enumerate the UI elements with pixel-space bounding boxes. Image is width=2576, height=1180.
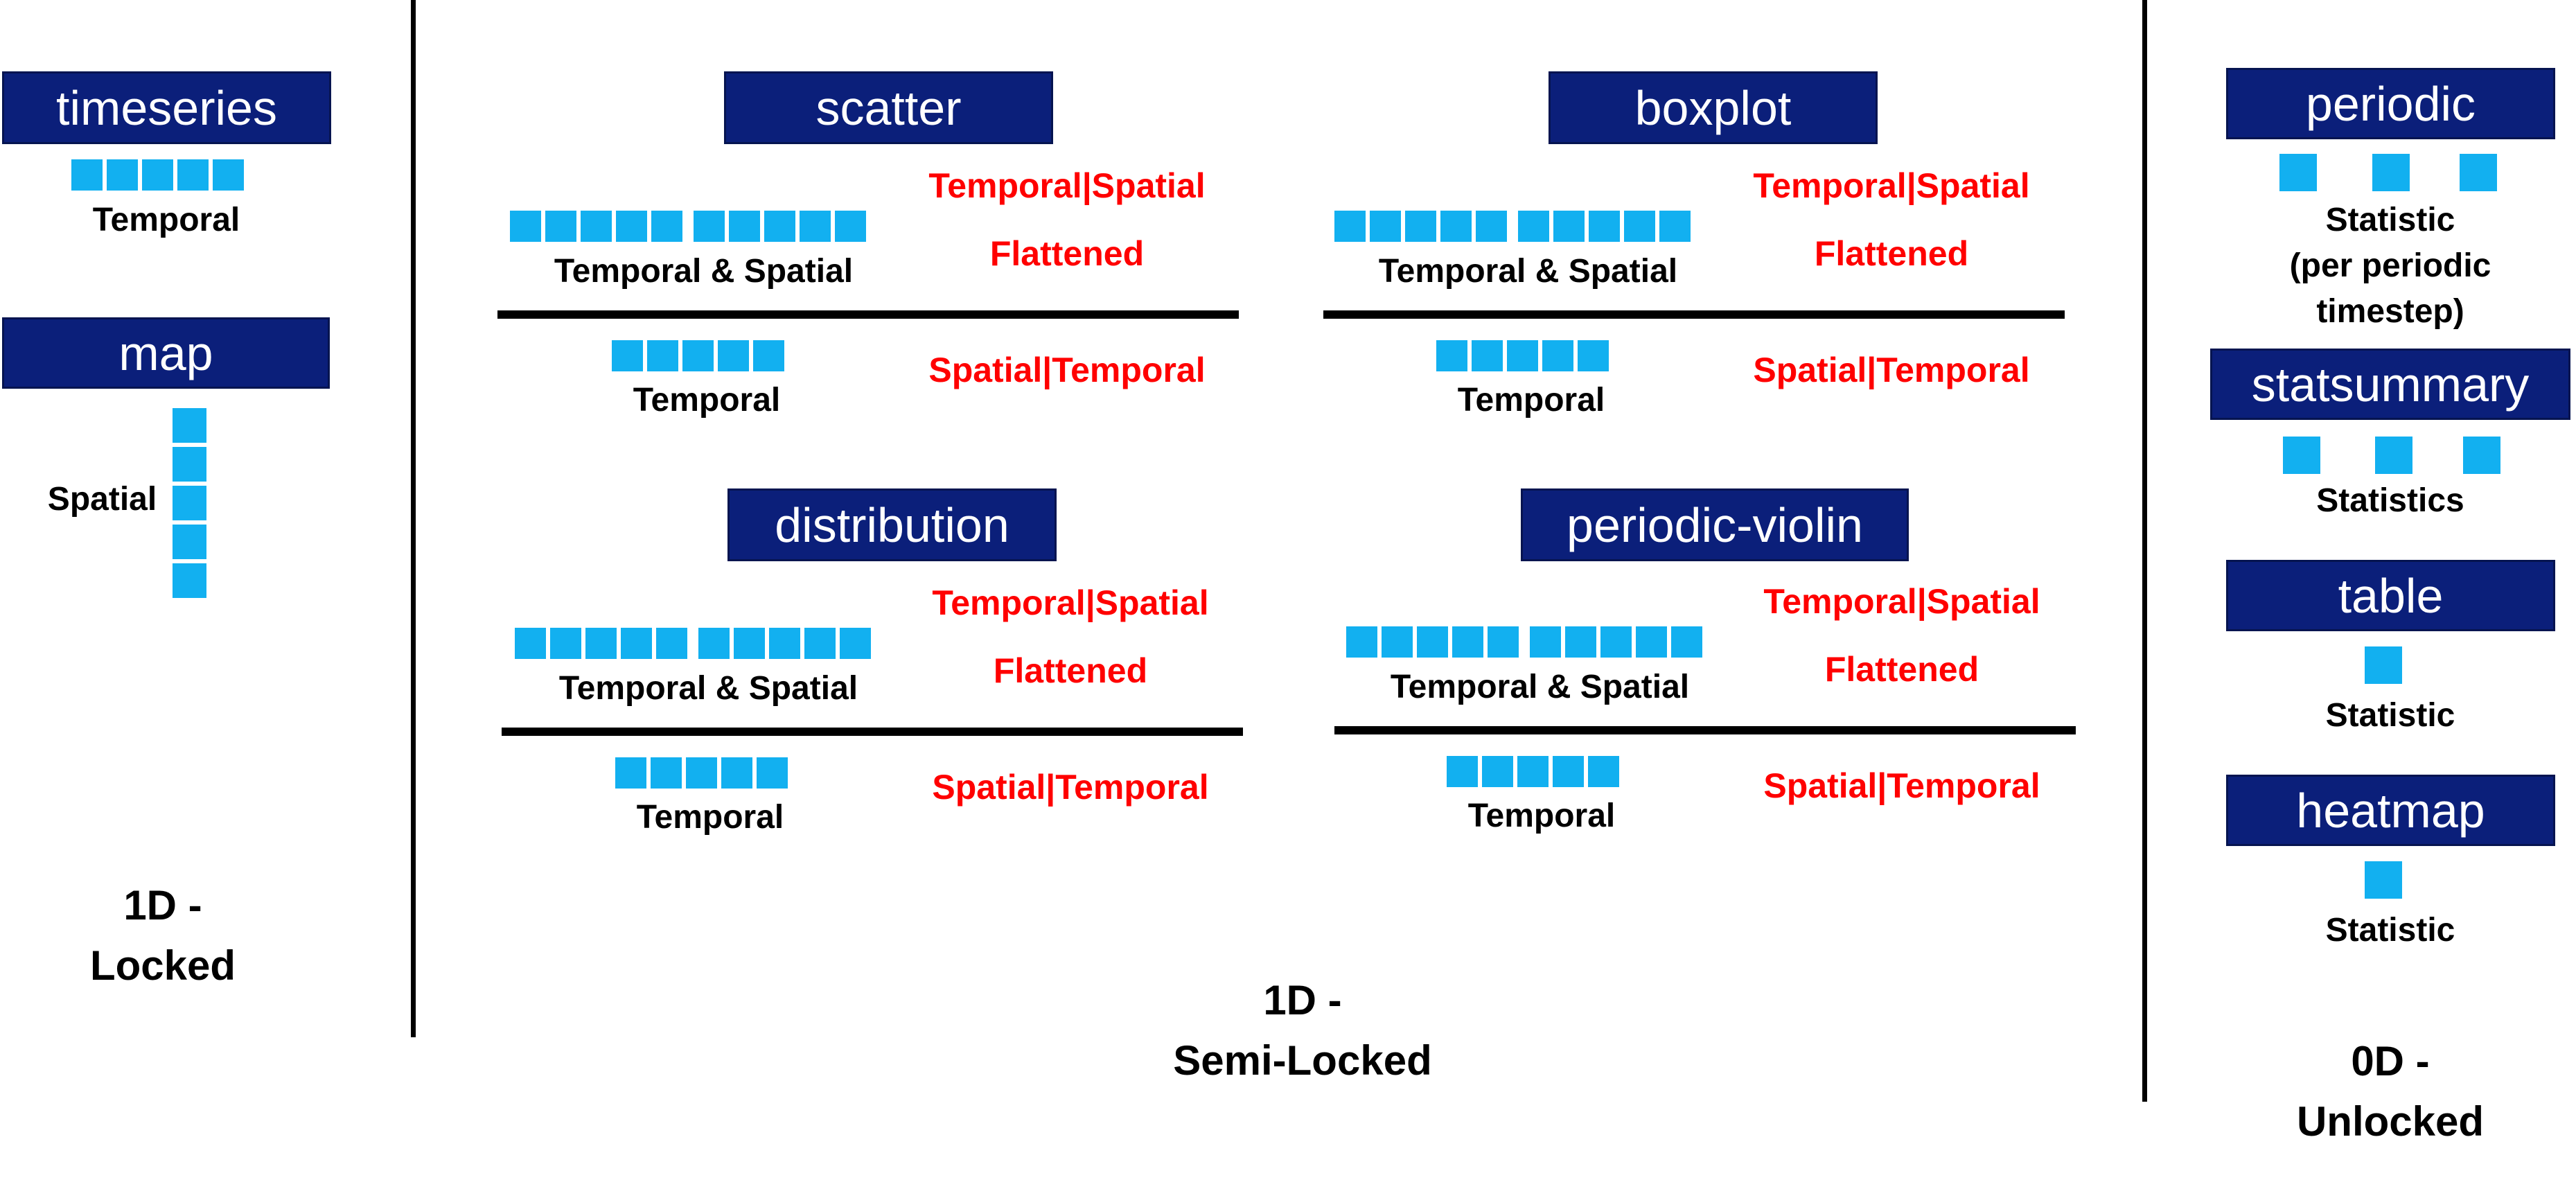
statsummary-label: Statistics: [2316, 482, 2464, 519]
distribution-tag-order-1: Temporal|Spatial: [932, 583, 1209, 622]
periodic-violin-tag-flattened: Flattened: [1824, 650, 1979, 689]
scatter-bottom-cells: [610, 338, 786, 373]
scatter-bottom-label: Temporal: [633, 382, 781, 419]
map-label: Spatial: [47, 481, 157, 518]
map-cells: [170, 406, 209, 600]
timeseries-title: timeseries: [2, 71, 331, 144]
boxplot-separator: [1323, 310, 2065, 319]
locked-section-label: 1D - Locked: [89, 882, 236, 989]
heatmap-square: [2365, 861, 2402, 899]
heatmap-title: heatmap: [2226, 775, 2555, 846]
distribution-top-label: Temporal & Spatial: [558, 670, 858, 707]
table-label: Statistic: [2325, 697, 2455, 734]
periodic-violin-title: periodic-violin: [1521, 488, 1909, 561]
statsummary-title: statsummary: [2210, 349, 2570, 420]
periodic-violin-tag-order-2: Spatial|Temporal: [1763, 766, 2040, 805]
map-title: map: [2, 317, 330, 389]
distribution-top-cells: [513, 626, 873, 661]
table-square: [2365, 646, 2402, 684]
boxplot-tag-order-2: Spatial|Temporal: [1753, 351, 2030, 389]
periodic-violin-separator: [1334, 726, 2076, 734]
boxplot-top-label: Temporal & Spatial: [1378, 253, 1678, 290]
distribution-separator: [502, 728, 1243, 736]
scatter-title: scatter: [724, 71, 1053, 144]
boxplot-title: boxplot: [1549, 71, 1878, 144]
periodic-violin-bottom-cells: [1445, 754, 1621, 789]
boxplot-bottom-cells: [1434, 338, 1611, 373]
divider-right: [2142, 0, 2147, 1102]
statsummary-square-2: [2375, 437, 2412, 474]
timeseries-cells: [69, 157, 246, 193]
distribution-bottom-cells: [613, 755, 790, 791]
scatter-top-label: Temporal & Spatial: [554, 253, 854, 290]
periodic-violin-top-cells: [1344, 624, 1704, 660]
table-title: table: [2226, 560, 2555, 631]
boxplot-tag-order-1: Temporal|Spatial: [1753, 166, 2030, 205]
periodic-violin-tag-order-1: Temporal|Spatial: [1763, 582, 2040, 621]
statsummary-square-3: [2463, 437, 2500, 474]
semi-locked-section-label: 1D - Semi-Locked: [1173, 977, 1432, 1084]
scatter-top-cells: [508, 209, 868, 244]
distribution-tag-flattened: Flattened: [993, 651, 1148, 690]
periodic-square-1: [2279, 154, 2317, 191]
periodic-violin-top-label: Temporal & Spatial: [1390, 669, 1690, 705]
timeseries-label: Temporal: [92, 202, 240, 238]
scatter-tag-order-1: Temporal|Spatial: [928, 166, 1206, 205]
periodic-square-3: [2460, 154, 2497, 191]
divider-left: [411, 0, 416, 1037]
boxplot-bottom-label: Temporal: [1457, 382, 1605, 419]
periodic-violin-bottom-label: Temporal: [1467, 798, 1616, 834]
unlocked-section-label: 0D - Unlocked: [2296, 1038, 2485, 1145]
distribution-tag-order-2: Spatial|Temporal: [932, 768, 1209, 807]
statsummary-square-1: [2283, 437, 2320, 474]
distribution-bottom-label: Temporal: [636, 799, 784, 836]
heatmap-label: Statistic: [2325, 912, 2455, 949]
scatter-tag-flattened: Flattened: [989, 234, 1145, 273]
distribution-title: distribution: [727, 488, 1057, 561]
scatter-tag-order-2: Spatial|Temporal: [928, 351, 1206, 389]
periodic-square-2: [2372, 154, 2410, 191]
boxplot-top-cells: [1332, 209, 1693, 244]
periodic-title: periodic: [2226, 68, 2555, 139]
periodic-label: Statistic (per periodic timestep): [2289, 202, 2491, 330]
boxplot-tag-flattened: Flattened: [1814, 234, 1969, 273]
scatter-separator: [497, 310, 1239, 319]
